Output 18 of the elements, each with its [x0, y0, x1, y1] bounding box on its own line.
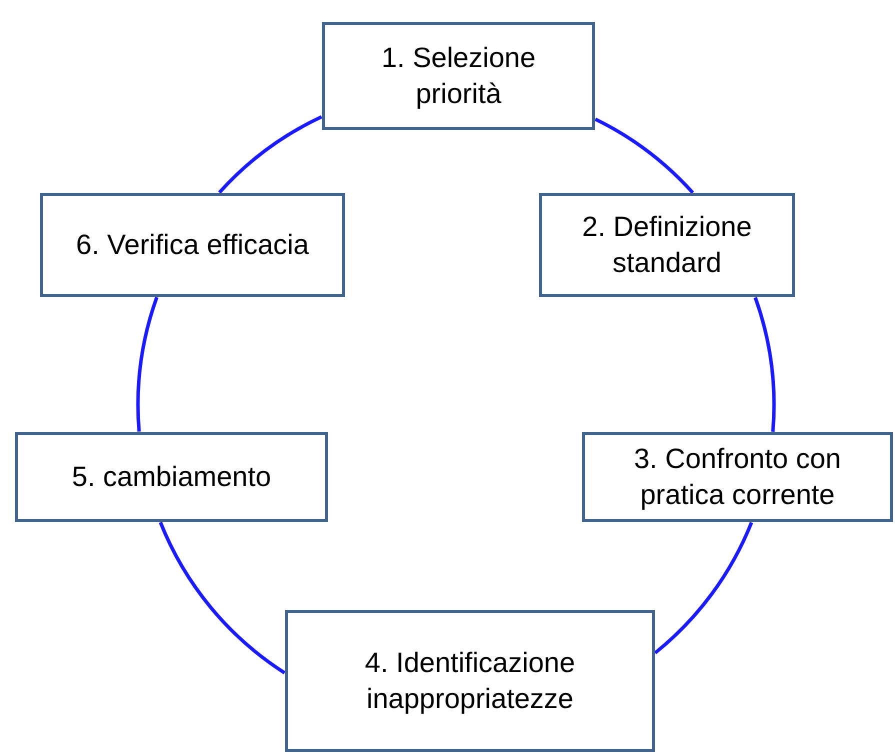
- step-box: [582, 432, 893, 522]
- step-box: [322, 22, 595, 130]
- step-label: 3. Confronto con pratica corrente: [632, 442, 842, 512]
- step-box: [15, 432, 328, 522]
- step-label: 5. cambiamento: [72, 460, 272, 494]
- cycle-arc: [158, 522, 286, 674]
- cycle-arc: [594, 118, 694, 194]
- step-box: [539, 193, 795, 297]
- cycle-arc: [218, 115, 322, 194]
- step-label: 1. Selezione priorità: [380, 40, 537, 111]
- step-label: 6. Verifica efficacia: [76, 228, 309, 262]
- step-box: [40, 193, 345, 297]
- step-label: 4. Identificazione inappropriatezze: [364, 646, 576, 716]
- step-label: 2. Definizione standard: [581, 210, 753, 280]
- cycle-arc: [654, 522, 754, 654]
- cycle-arc: [136, 296, 158, 432]
- cycle-arc: [754, 297, 776, 432]
- step-box: [285, 610, 655, 752]
